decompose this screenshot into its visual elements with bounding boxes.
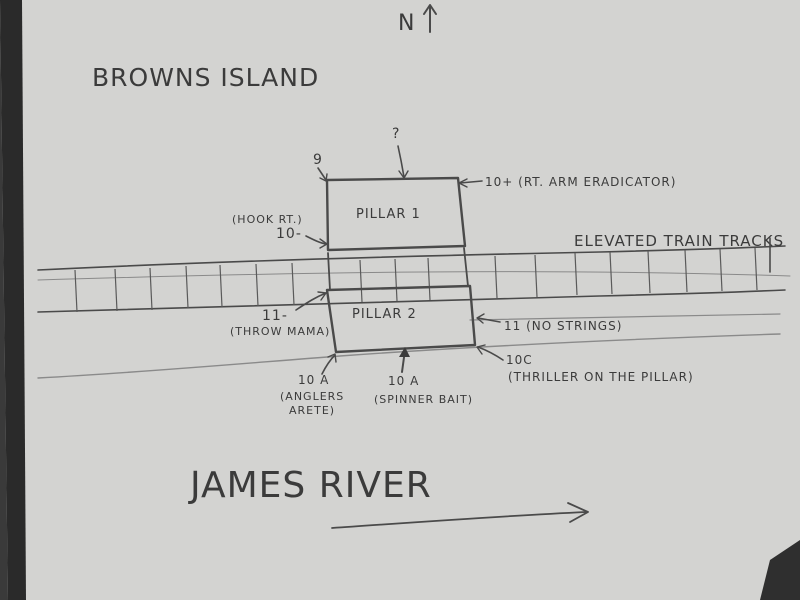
arrow-icon-thriller	[476, 344, 504, 361]
route-spinner-name: (SPINNER BAIT)	[374, 393, 473, 406]
route-grade-unknown: ?	[392, 126, 400, 142]
north-label: N	[398, 11, 415, 36]
route-hook-rt-name: (HOOK RT.)	[232, 213, 303, 226]
route-throw-mama-name: (THROW MAMA)	[230, 325, 330, 338]
arrow-icon-unknown	[397, 145, 409, 179]
route-anglers-name-2: ARETE)	[289, 404, 335, 417]
river-label: JAMES RIVER	[188, 465, 432, 506]
arrow-icon-hook-rt	[305, 235, 328, 249]
island-label: BROWNS ISLAND	[92, 63, 319, 92]
arrow-icon-anglers	[321, 353, 337, 375]
arrow-icon-spinner	[399, 347, 410, 373]
arrow-icon-no-strings	[476, 313, 501, 324]
arrow-icon-9	[317, 167, 328, 182]
route-hook-rt-grade: 10-	[276, 226, 302, 242]
route-thriller-name: (THRILLER ON THE PILLAR)	[508, 370, 694, 384]
tracks-label: ELEVATED TRAIN TRACKS	[574, 232, 784, 250]
arrow-icon-throw-mama	[295, 291, 327, 311]
route-spinner-grade: 10 A	[388, 374, 419, 388]
north-arrow-icon	[423, 4, 437, 33]
table-edge	[0, 0, 26, 600]
route-no-strings: 11 (NO STRINGS)	[504, 319, 622, 333]
arrow-icon-10plus	[458, 178, 483, 188]
route-thriller-grade: 10C	[506, 353, 533, 367]
river-flow-arrow-icon	[331, 502, 589, 529]
river-bank-upper	[469, 313, 781, 321]
route-anglers-grade: 10 A	[298, 373, 329, 387]
route-anglers-name-1: (ANGLERS	[280, 390, 344, 403]
route-rt-arm-eradicator: 10+ (RT. ARM ERADICATOR)	[485, 175, 676, 189]
route-grade-9: 9	[313, 152, 323, 168]
pillar-1-label: PILLAR 1	[356, 207, 421, 222]
pillar-2-label: PILLAR 2	[352, 307, 417, 322]
table-corner	[760, 540, 800, 600]
river-bank	[37, 333, 781, 379]
route-throw-mama-grade: 11-	[262, 308, 288, 324]
pillar-1	[325, 176, 467, 252]
pillar-2	[325, 247, 477, 354]
